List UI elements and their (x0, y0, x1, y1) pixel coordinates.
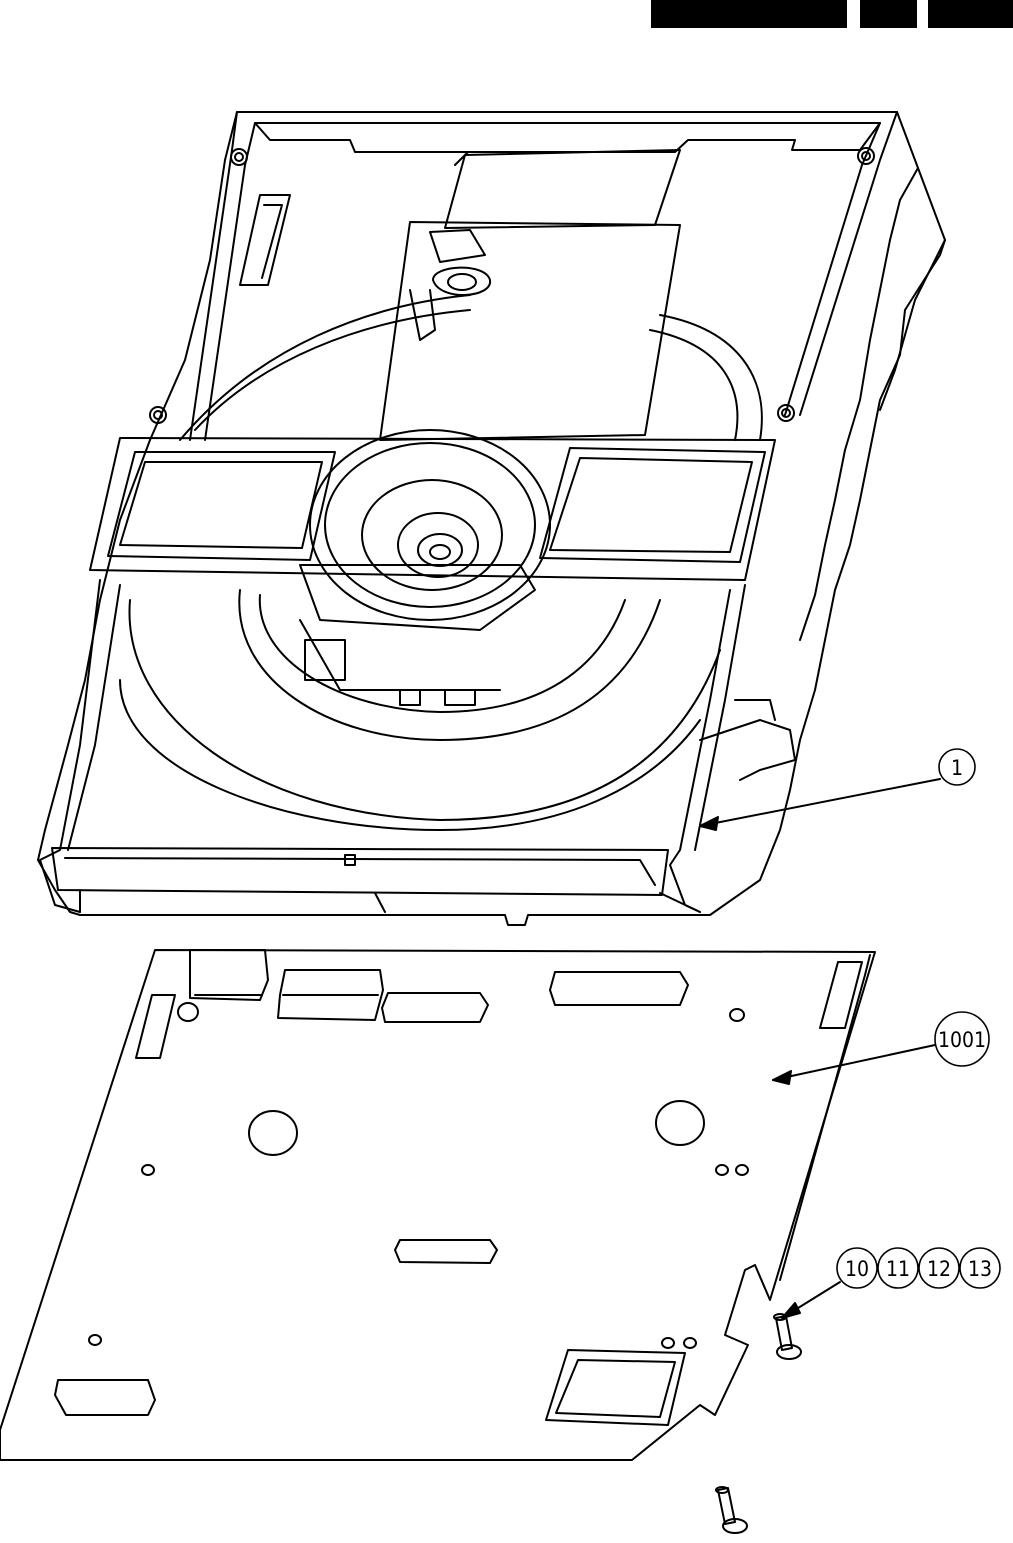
callout-10-label: 10 (845, 1257, 869, 1281)
callout-1-label: 1 (951, 756, 963, 780)
screw-lower (716, 1487, 747, 1533)
callout-screws: 10 11 12 13 (782, 1248, 1000, 1318)
screw-hole (231, 149, 247, 165)
main-board (0, 950, 875, 1460)
callout-1001: 1001 (773, 1012, 989, 1084)
board-outline (0, 950, 875, 1460)
chassis-outline (38, 112, 945, 925)
callout-12-label: 12 (927, 1257, 951, 1281)
callout-1001-label: 1001 (938, 1028, 986, 1052)
screw-upper (774, 1314, 801, 1359)
drive-mechanism (38, 112, 945, 925)
callout-11-label: 11 (886, 1257, 910, 1281)
callout-1: 1 (700, 749, 975, 830)
callout-13-label: 13 (968, 1257, 992, 1281)
